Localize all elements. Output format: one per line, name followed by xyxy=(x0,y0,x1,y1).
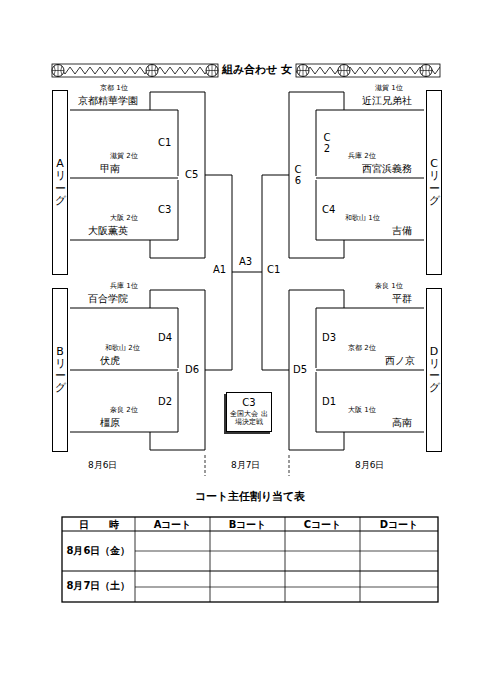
league-band: Cリーグ xyxy=(426,90,442,275)
title-ornament xyxy=(52,64,440,77)
team-name: 平群 xyxy=(392,293,412,305)
team-name: 百合学院 xyxy=(88,293,128,305)
match-box: C3全国大会 出場決定戦 xyxy=(226,392,272,432)
league-band: Dリーグ xyxy=(426,288,442,452)
table-cell: Aコート xyxy=(135,519,210,531)
match-code: C3 xyxy=(242,397,255,410)
prefecture-rank: 大阪 2位 xyxy=(110,214,138,222)
date-label: 8月6日 xyxy=(355,460,384,471)
match-code: A3 xyxy=(239,256,252,268)
match-code: C3 xyxy=(158,204,171,216)
match-code: C4 xyxy=(322,204,335,216)
prefecture-rank: 和歌山 1位 xyxy=(345,214,380,222)
diagram-title: 組み合わせ 女 xyxy=(222,63,292,76)
league-band: Bリーグ xyxy=(52,288,68,452)
match-code: D5 xyxy=(293,364,307,376)
table-cell: 8月6日（金） xyxy=(62,545,135,557)
match-code: C1 xyxy=(267,264,280,276)
team-name: 吉備 xyxy=(392,225,412,237)
table-cell: 8月7日（土） xyxy=(62,580,135,592)
prefecture-rank: 兵庫 1位 xyxy=(110,282,138,290)
league-name: Dリーグ xyxy=(429,346,440,394)
team-name: 甲南 xyxy=(100,163,120,175)
match-code: A1 xyxy=(213,264,226,276)
table-cell: Dコート xyxy=(360,519,438,531)
match-note: 全国大会 出場決定戦 xyxy=(229,410,269,428)
prefecture-rank: 和歌山 2位 xyxy=(105,344,140,352)
prefecture-rank: 大阪 1位 xyxy=(348,406,376,414)
table-title: コート主任割り当て表 xyxy=(62,490,438,503)
team-name: 近江兄弟社 xyxy=(362,95,412,107)
bracket-right xyxy=(262,92,424,450)
match-code: C2 xyxy=(322,132,332,154)
match-code: D2 xyxy=(158,396,172,408)
team-name: 西宮浜義務 xyxy=(362,163,412,175)
match-code: C1 xyxy=(158,137,171,149)
prefecture-rank: 京都 1位 xyxy=(100,84,128,92)
match-code: D6 xyxy=(185,364,199,376)
league-name: Bリーグ xyxy=(55,346,66,394)
match-code: D3 xyxy=(322,332,336,344)
league-name: Cリーグ xyxy=(429,158,440,206)
prefecture-rank: 奈良 2位 xyxy=(110,406,138,414)
league-band: Aリーグ xyxy=(52,90,68,275)
match-code: C5 xyxy=(185,169,198,181)
league-name: Aリーグ xyxy=(55,158,66,206)
prefecture-rank: 奈良 1位 xyxy=(375,282,403,290)
date-label: 8月7日 xyxy=(231,460,260,471)
prefecture-rank: 滋賀 2位 xyxy=(110,152,138,160)
final-line xyxy=(232,272,262,273)
prefecture-rank: 滋賀 1位 xyxy=(375,84,403,92)
team-name: 京都精華学園 xyxy=(78,95,138,107)
bracket-left xyxy=(70,92,232,450)
prefecture-rank: 兵庫 2位 xyxy=(348,152,376,160)
match-code: D1 xyxy=(322,396,336,408)
table-grid xyxy=(62,517,438,602)
team-name: 大阪薫英 xyxy=(88,225,128,237)
day-divider xyxy=(205,455,289,476)
prefecture-rank: 京都 2位 xyxy=(348,344,376,352)
match-code: C6 xyxy=(293,164,303,186)
table-cell: 日 時 xyxy=(62,519,135,531)
team-name: 高南 xyxy=(392,417,412,429)
team-name: 西ノ京 xyxy=(385,355,415,367)
team-name: 橿原 xyxy=(100,417,120,429)
table-cell: Bコート xyxy=(210,519,285,531)
match-code: D4 xyxy=(158,332,172,344)
date-label: 8月6日 xyxy=(88,460,117,471)
team-name: 伏虎 xyxy=(100,355,120,367)
table-cell: Cコート xyxy=(285,519,360,531)
